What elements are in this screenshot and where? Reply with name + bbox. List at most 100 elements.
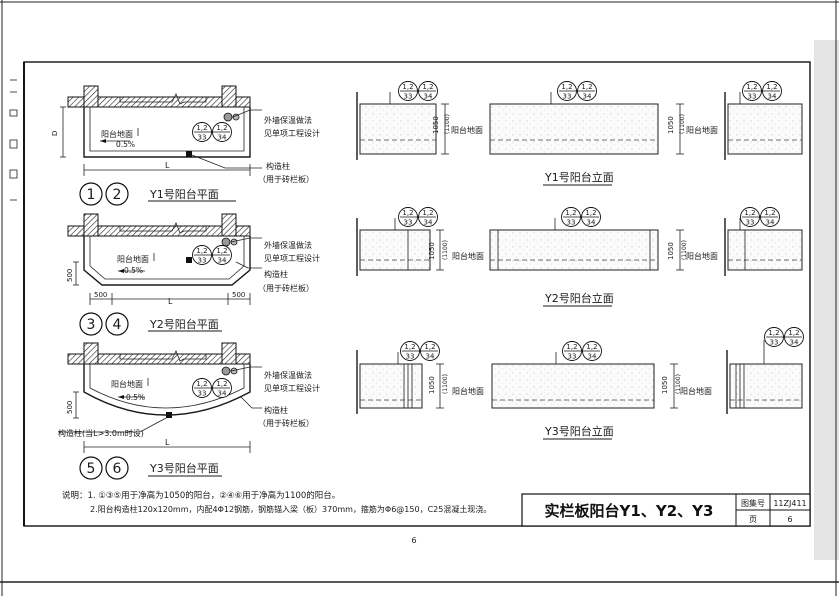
ref-bottom-left-2: 33 xyxy=(198,390,207,398)
plan-y2-insulation-1: 外墙保温做法 xyxy=(264,240,312,250)
elev-y1-title: Y1号阳台立面 xyxy=(544,170,614,184)
elev-y2-dim-1100-right: (1100) xyxy=(681,240,688,260)
ref-top-left-1: 1,2 xyxy=(196,247,207,255)
plan-y3-floor-label: 阳台地面 xyxy=(111,379,143,389)
ref-top-right-5: 1,2 xyxy=(766,83,777,91)
plan-y3-dim-500: 500 xyxy=(66,401,74,414)
elev-y1-dim-1050-left: 1050 xyxy=(432,116,440,134)
plan-y2-circle-3: 3 xyxy=(87,317,96,333)
plan-y1-column-1: 构造柱 xyxy=(266,161,290,171)
plan-y2-slope: 0.5% xyxy=(124,266,143,275)
ref-top-left-8: 1,2 xyxy=(744,209,755,217)
ref-bottom-left-4: 33 xyxy=(563,93,572,101)
ref-top-left-6: 1,2 xyxy=(402,209,413,217)
title-block-title: 实栏板阳台Y1、Y2、Y3 xyxy=(545,502,714,520)
plan-y2-title: Y2号阳台平面 xyxy=(149,317,219,331)
plan-y3-dim-l: L xyxy=(165,438,170,447)
ref-bottom-right-8: 34 xyxy=(766,219,775,227)
text-layer: 阳台地面 0.5% 外墙保温做法 见单项工程设计 构造柱 （用于砖栏板） D L… xyxy=(51,114,807,545)
ref-top-right-2: 1,2 xyxy=(216,380,227,388)
plan-y3-circle-6: 6 xyxy=(113,461,122,477)
ref-top-left-10: 1,2 xyxy=(566,343,577,351)
plan-y2-dim-l: L xyxy=(168,297,173,306)
plan-y3-circle-5: 5 xyxy=(87,461,96,477)
ref-top-left-3: 1,2 xyxy=(402,83,413,91)
plan-y3 xyxy=(58,342,262,480)
ref-top-left-11: 1,2 xyxy=(768,329,779,337)
plan-y3-column-1: 构造柱 xyxy=(264,405,288,415)
ref-bottom-left-0: 33 xyxy=(198,134,207,142)
plan-y2-insulation-2: 见单项工程设计 xyxy=(264,253,320,263)
title-block-page-label: 页 xyxy=(749,515,757,524)
ref-bottom-left-10: 33 xyxy=(568,353,577,361)
ref-top-left-0: 1,2 xyxy=(196,124,207,132)
ref-bottom-right-10: 34 xyxy=(588,353,597,361)
plan-y2-dim-500-left: 500 xyxy=(94,291,107,299)
elev-y2-floor-label-left: 阳台地面 xyxy=(452,251,484,261)
ref-bottom-left-11: 33 xyxy=(770,339,779,347)
margin-marks xyxy=(9,79,18,201)
plan-y2-column-1: 构造柱 xyxy=(264,269,288,279)
ref-top-right-8: 1,2 xyxy=(764,209,775,217)
plan-y1-circle-1: 1 xyxy=(87,187,96,203)
plan-y2-dim-500-right: 500 xyxy=(232,291,245,299)
ref-bottom-right-2: 34 xyxy=(218,390,227,398)
note-line-1: 说明：1. ①③⑤用于净高为1050的阳台，②④⑥用于净高为1100的阳台。 xyxy=(62,490,340,501)
plan-y1-insulation-2: 见单项工程设计 xyxy=(264,128,320,138)
plan-y3-column-note: 构造柱(当L>3.0m时设) xyxy=(58,428,144,438)
elev-y3-dim-1050-left: 1050 xyxy=(428,376,436,394)
ref-top-right-10: 1,2 xyxy=(586,343,597,351)
ref-top-right-6: 1,2 xyxy=(422,209,433,217)
ref-bottom-right-11: 34 xyxy=(790,339,799,347)
ref-bottom-right-1: 34 xyxy=(218,257,227,265)
plan-y2-column-2: （用于砖栏板） xyxy=(258,283,314,293)
ref-top-left-9: 1,2 xyxy=(404,343,415,351)
plan-y3-insulation-1: 外墙保温做法 xyxy=(264,370,312,380)
ref-top-right-4: 1,2 xyxy=(581,83,592,91)
title-block-atlas-label: 图集号 xyxy=(741,498,765,508)
ref-top-right-3: 1,2 xyxy=(422,83,433,91)
footer-page-mark: 6 xyxy=(411,536,416,545)
ref-bottom-left-5: 33 xyxy=(748,93,757,101)
plan-y3-title: Y3号阳台平面 xyxy=(149,461,219,475)
plan-y1-insulation-1: 外墙保温做法 xyxy=(264,115,312,125)
title-block xyxy=(521,493,811,527)
elev-y3-title: Y3号阳台立面 xyxy=(544,424,614,438)
ref-bottom-right-9: 34 xyxy=(426,353,435,361)
ref-top-left-5: 1,2 xyxy=(746,83,757,91)
elevation-y2 xyxy=(356,207,803,307)
ref-top-right-9: 1,2 xyxy=(424,343,435,351)
ref-top-right-11: 1,2 xyxy=(788,329,799,337)
ref-bottom-right-3: 34 xyxy=(424,93,433,101)
plan-y1-title: Y1号阳台平面 xyxy=(149,187,219,201)
plan-y1-slope: 0.5% xyxy=(116,140,135,149)
title-block-atlas-no: 11ZJ411 xyxy=(773,499,806,508)
ref-top-left-7: 1,2 xyxy=(565,209,576,217)
ref-bottom-left-8: 33 xyxy=(746,219,755,227)
elev-y1-floor-label-right: 阳台地面 xyxy=(686,125,718,135)
ref-bottom-left-9: 33 xyxy=(406,353,415,361)
elevation-y1 xyxy=(356,81,803,186)
plan-y3-column-2: （用于砖栏板） xyxy=(258,418,314,428)
reference-symbol-text: 1,2 1,2 33 34 1,2 1,2 33 34 1,2 1,2 33 34 1,2 1,2 33 34… xyxy=(196,83,799,398)
elev-y1-dim-1050-right: 1050 xyxy=(667,116,675,134)
elev-y3-floor-label-left: 阳台地面 xyxy=(452,386,484,396)
ref-bottom-right-5: 34 xyxy=(768,93,777,101)
plan-y2-circle-4: 4 xyxy=(113,317,122,333)
ref-bottom-right-4: 34 xyxy=(583,93,592,101)
plan-y1-dim-d: D xyxy=(51,131,59,136)
plan-y1-dim-l: L xyxy=(165,161,170,170)
plan-y1-circle-2: 2 xyxy=(113,187,122,203)
elev-y2-floor-label-right: 阳台地面 xyxy=(686,251,718,261)
ref-bottom-left-1: 33 xyxy=(198,257,207,265)
elevation-y3 xyxy=(356,327,804,440)
ref-bottom-right-6: 34 xyxy=(424,219,433,227)
elev-y1-floor-label-left: 阳台地面 xyxy=(451,125,483,135)
ref-top-left-4: 1,2 xyxy=(561,83,572,91)
plan-y2-floor-label: 阳台地面 xyxy=(117,254,149,264)
elev-y1-dim-1100-right: (1100) xyxy=(679,114,686,134)
elev-y2-dim-1050-right: 1050 xyxy=(667,242,675,260)
elev-y3-dim-1100-right: (1100) xyxy=(675,374,682,394)
